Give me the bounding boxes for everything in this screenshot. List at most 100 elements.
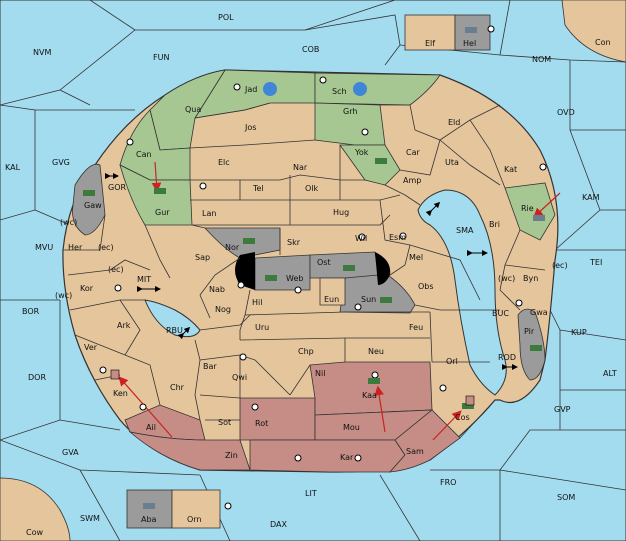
label-mit: MIT (137, 275, 151, 284)
label-con: Con (595, 38, 611, 47)
province-labels: POL NVM FUN COB NOM Con Elf Hel OVD KAL … (5, 13, 617, 537)
province-boundaries (63, 102, 546, 439)
label-chp: Chp (298, 347, 314, 356)
province-orn[interactable] (171, 489, 221, 529)
label-gvg: GVG (52, 158, 70, 167)
label-hil: Hil (252, 298, 262, 307)
label-fun: FUN (153, 53, 169, 62)
inner-sea-sma[interactable] (417, 189, 507, 396)
label-eld: Eld (448, 118, 460, 127)
label-gaw: Gaw (84, 201, 102, 210)
units (83, 27, 545, 509)
label-nom: NOM (532, 55, 551, 64)
province-sam[interactable] (389, 409, 461, 473)
label-elf: Elf (425, 39, 435, 48)
label-neu: Neu (368, 347, 384, 356)
army-web-icon (265, 275, 277, 281)
label-sot: Sot (218, 418, 231, 427)
army-yok-icon (375, 158, 387, 164)
label-rie: Rie (521, 204, 534, 213)
province-kaa[interactable] (309, 361, 433, 416)
label-aba: Aba (141, 515, 157, 524)
label-swm: SWM (80, 514, 100, 523)
label-bar: Bar (203, 362, 217, 371)
label-cos: Cos (455, 413, 470, 422)
label-nab: Nab (209, 285, 225, 294)
label-esm: Esm (389, 233, 406, 242)
label-pol: POL (218, 13, 234, 22)
province-can[interactable] (119, 109, 191, 181)
army-pir-icon (530, 345, 542, 351)
label-tel: Tel (252, 184, 264, 193)
label-lit: LIT (305, 489, 317, 498)
army-gaw-icon (83, 190, 95, 196)
label-bor: BOR (22, 307, 40, 316)
label-sun: Sun (361, 295, 376, 304)
label-zin: Zin (225, 451, 238, 460)
label-olk: Olk (305, 184, 319, 193)
label-kar: Kar (340, 453, 354, 462)
label-ost: Ost (317, 258, 331, 267)
label-wc1: (wc) (60, 218, 77, 227)
label-gvp: GVP (554, 405, 571, 414)
label-uta: Uta (445, 158, 459, 167)
label-qwi: Qwi (232, 373, 247, 382)
label-nvm: NVM (33, 48, 51, 57)
label-lan: Lan (202, 209, 216, 218)
label-amp: Amp (403, 176, 421, 185)
label-car: Car (406, 148, 420, 157)
province-rie[interactable] (504, 182, 556, 241)
label-her: Her (68, 243, 83, 252)
province-cow[interactable] (0, 477, 71, 541)
label-dor: DOR (28, 373, 46, 382)
province-yok[interactable] (339, 144, 401, 186)
label-sch: Sch (332, 87, 347, 96)
province-web[interactable] (254, 254, 311, 291)
label-cow: Cow (26, 528, 43, 537)
province-rot[interactable] (239, 397, 316, 441)
label-feu: Feu (409, 323, 423, 332)
label-rot: Rot (255, 419, 268, 428)
label-dax: DAX (270, 520, 287, 529)
label-ken: Ken (113, 389, 128, 398)
label-gva: GVA (62, 448, 79, 457)
supply-centers (99, 25, 547, 510)
label-tei: TEI (589, 258, 602, 267)
province-eun[interactable] (319, 277, 346, 306)
label-chr: Chr (170, 383, 185, 392)
label-mvu: MVU (35, 243, 53, 252)
label-can: Can (136, 150, 152, 159)
black-passage-east (375, 252, 391, 285)
label-kam: KAM (582, 193, 600, 202)
label-rod: ROD (498, 353, 516, 362)
province-gur[interactable] (119, 164, 193, 226)
label-ail: Ail (146, 423, 156, 432)
label-nar: Nar (293, 163, 308, 172)
label-ec2: (ec) (108, 265, 124, 274)
label-sam: Sam (406, 447, 424, 456)
label-hel: Hel (463, 39, 476, 48)
province-gaw[interactable] (72, 163, 106, 236)
label-orl: Orl (446, 357, 458, 366)
army-cos-icon (462, 403, 474, 409)
province-nor[interactable] (204, 227, 281, 259)
unit-cos-marker-icon (465, 395, 475, 406)
province-elf[interactable] (404, 14, 456, 51)
label-ver: Ver (84, 343, 98, 352)
province-kar[interactable] (249, 439, 406, 473)
army-sun-icon (380, 297, 392, 303)
army-ost-icon (343, 265, 355, 271)
label-ec3: (ec) (552, 261, 568, 270)
label-jad: Jad (244, 85, 257, 94)
province-zin[interactable] (128, 431, 251, 471)
province-pir[interactable] (517, 308, 546, 381)
army-nor-icon (243, 238, 255, 244)
fleet-rie-icon (533, 215, 545, 221)
label-mel: Mel (409, 253, 423, 262)
label-cob: COB (302, 45, 319, 54)
label-eun: Eun (324, 295, 339, 304)
label-alt: ALT (603, 369, 617, 378)
label-orn: Orn (187, 515, 202, 524)
fleet-jad-icon (263, 82, 277, 96)
